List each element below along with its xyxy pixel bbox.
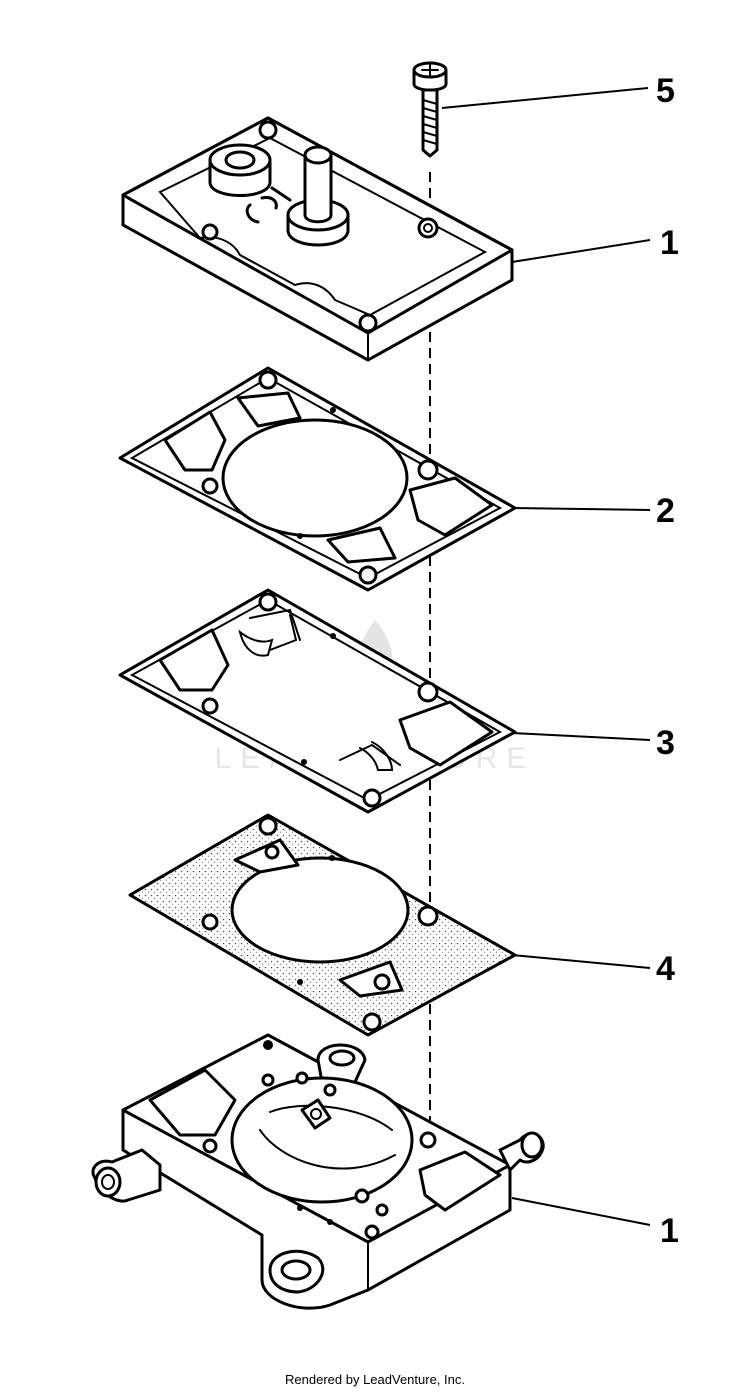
leader-bolt	[441, 87, 649, 109]
part-gasket	[118, 366, 517, 592]
leader-body	[511, 1197, 651, 1226]
part-bolt	[412, 61, 448, 158]
leader-cover	[511, 239, 651, 263]
callout-cover: 1	[660, 224, 679, 262]
leader-gasket-lower	[511, 954, 651, 969]
leader-gasket	[511, 507, 651, 511]
part-pump-body	[91, 1033, 545, 1310]
callout-body: 1	[660, 1212, 679, 1250]
callout-gasket: 2	[656, 492, 675, 530]
callout-bolt: 5	[656, 72, 675, 110]
callout-gasket-lower: 4	[656, 950, 675, 988]
callout-diaphragm: 3	[656, 724, 675, 762]
part-gasket-lower	[128, 813, 517, 1037]
footer-credit: Rendered by LeadVenture, Inc.	[285, 1372, 465, 1387]
part-diaphragm	[118, 588, 517, 814]
part-cover	[121, 116, 514, 362]
leader-diaphragm	[511, 732, 651, 741]
